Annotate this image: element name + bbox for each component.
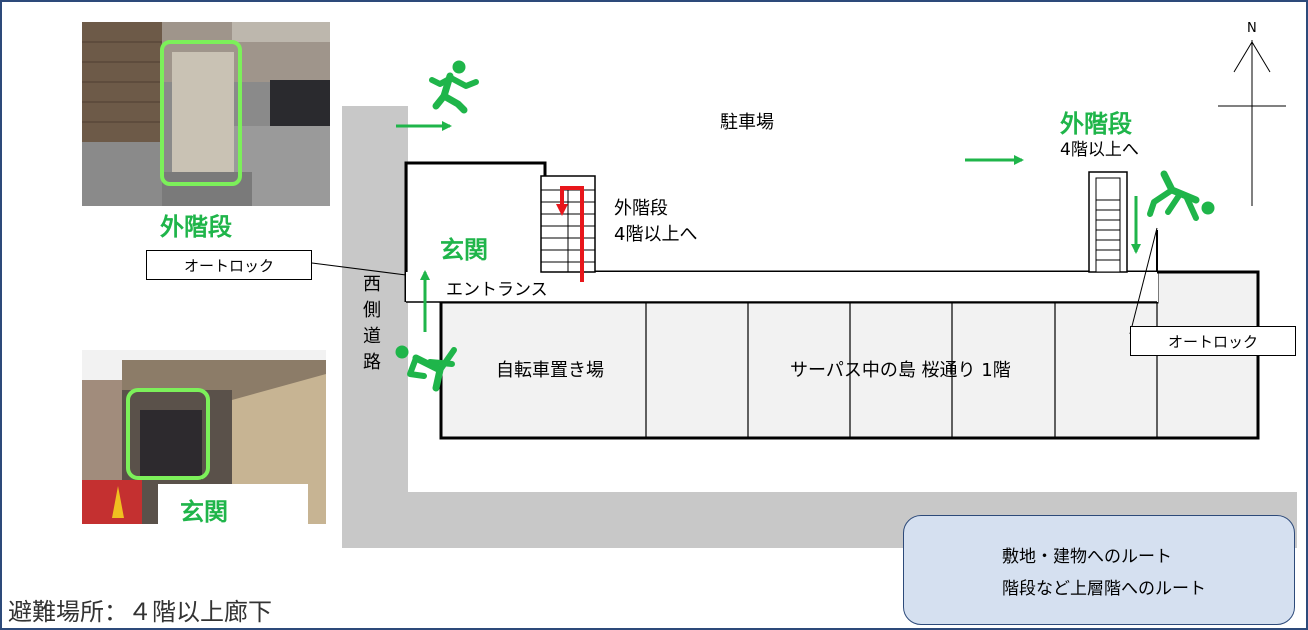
photo-caption-entrance: 玄関: [180, 498, 228, 526]
entrance-strip: [406, 272, 1158, 302]
autolock-left-box: オートロック: [146, 250, 312, 280]
inner-stair-sub: 4階以上へ: [614, 224, 698, 245]
red-stair-route: [556, 186, 584, 282]
legend-red-label: 階段など上層階へのルート: [1002, 579, 1206, 599]
room-dividers: [645, 302, 1158, 438]
inner-stair: [540, 175, 596, 273]
runner-icon-left: [395, 345, 457, 392]
inner-stair-label: 外階段: [614, 198, 668, 219]
west-road-area: [342, 106, 1297, 548]
ext-stair-left-label: 外階段: [160, 213, 232, 241]
legend-green-label: 敷地・建物へのルート: [1002, 547, 1172, 567]
north-label: N: [1247, 21, 1257, 36]
ext-stair-right-sub: 4階以上へ: [1060, 140, 1139, 160]
bicycle-label: 自転車置き場: [496, 360, 604, 381]
building-label: サーパス中の島 桜通り 1階: [790, 360, 1011, 381]
callout-line-left: [311, 262, 407, 276]
north-compass-icon: [1218, 40, 1286, 206]
parking-label: 駐車場: [720, 112, 774, 133]
entrance-label: 玄関: [440, 236, 488, 264]
callout-line-right: [1129, 227, 1158, 335]
autolock-right-box: オートロック: [1130, 326, 1296, 356]
photo-outer-stair: [82, 22, 330, 206]
west-road-label: 西側道路: [363, 274, 381, 373]
outer-stair-right: [1088, 171, 1128, 273]
ext-stair-right-label: 外階段: [1060, 110, 1132, 138]
runner-icon-right: [1147, 170, 1215, 221]
runner-icon-top: [429, 60, 479, 114]
photo-entrance: [82, 350, 326, 524]
legend: 敷地・建物へのルート 階段など上層階へのルート: [903, 515, 1295, 625]
entrance-text: エントランス: [446, 280, 548, 300]
evac-label: 避難場所：４階以上廊下: [8, 598, 272, 626]
